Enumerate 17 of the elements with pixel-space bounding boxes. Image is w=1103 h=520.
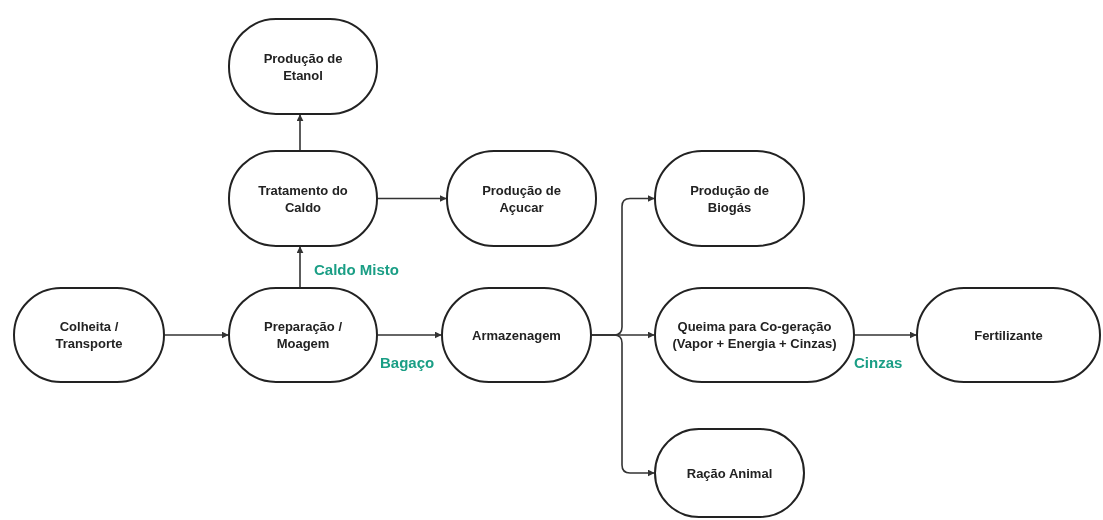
arrow <box>164 331 229 339</box>
node-label: Preparação / Moagem <box>262 318 343 352</box>
node-label: Produção de Etanol <box>262 49 344 84</box>
node-label: Produção de Biogás <box>689 181 770 216</box>
node-label: Fertilizante <box>974 326 1043 344</box>
node-label: Ração Animal <box>686 464 773 482</box>
arrow <box>296 246 304 288</box>
arrow <box>854 331 917 339</box>
node-label: Produção de Açucar <box>481 181 562 216</box>
arrow <box>591 334 655 477</box>
arrow <box>377 195 447 202</box>
node-label: Armazenagem <box>472 326 561 344</box>
arrow <box>377 331 442 339</box>
arrow <box>296 114 304 151</box>
node-label: Colheita / Transporte <box>54 318 124 352</box>
node-label: Tratamento do Caldo <box>257 181 349 216</box>
node-label: Queima para Co-geração (Vapor + Energia + Cinzas) <box>672 318 837 352</box>
